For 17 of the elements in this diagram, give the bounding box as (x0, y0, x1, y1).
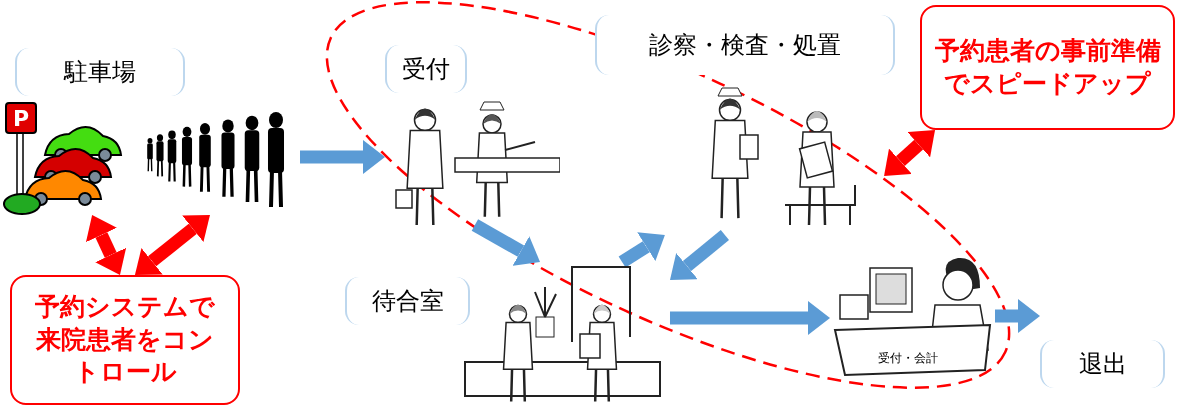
stage-label: 駐車場 (15, 48, 185, 96)
arrow (618, 232, 665, 268)
callout-note: 予約患者の事前準備でスピードアップ (920, 5, 1175, 130)
arrow (995, 299, 1040, 333)
arrow (471, 219, 541, 266)
arrow (300, 140, 385, 174)
arrow (670, 229, 730, 281)
parking-sign: P (5, 102, 37, 134)
stage-label: 診察・検査・処置 (595, 15, 895, 75)
double-arrow (134, 214, 210, 276)
desk-sign-text: 受付・会計 (878, 350, 939, 366)
double-arrow (86, 215, 127, 275)
stage-label: 受付 (385, 45, 467, 93)
double-arrow (884, 129, 936, 176)
callout-note: 予約システムで来院患者をコントロール (10, 275, 240, 405)
stage-label: 待合室 (345, 277, 470, 325)
stage-label: 退出 (1040, 340, 1165, 388)
